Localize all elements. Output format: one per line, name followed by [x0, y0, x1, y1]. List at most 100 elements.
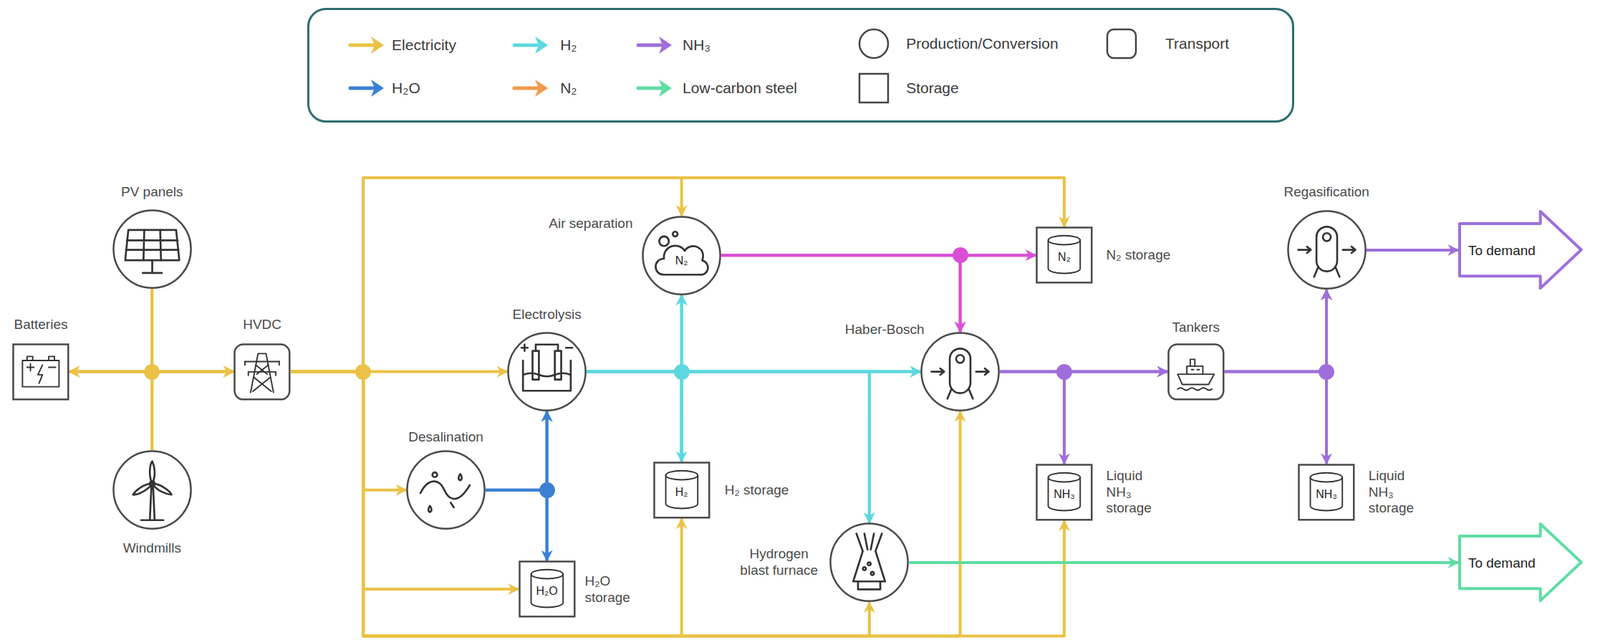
elec-icon — [521, 344, 573, 391]
node-label: PV panels — [118, 182, 186, 201]
icon-stroke — [27, 363, 35, 371]
icon-stroke — [37, 364, 43, 384]
flow-connector — [960, 254, 1036, 332]
icon-stroke — [864, 533, 874, 550]
node-label: Desalination — [406, 427, 486, 446]
icon-stroke — [522, 360, 571, 391]
flow-connector — [999, 371, 1065, 464]
windmills: Windmills — [112, 449, 192, 530]
flow-connector — [290, 371, 407, 490]
blast-furnace: Hydrogen blast furnace — [829, 522, 909, 602]
flow-connector — [586, 371, 870, 523]
icon-stroke — [853, 533, 886, 582]
legend-box: ElectricityH₂NH₃Production/ConversionTra… — [307, 7, 1295, 123]
node-label: Windmills — [121, 539, 184, 558]
icon-stroke — [250, 353, 274, 392]
circle-swatch — [855, 27, 893, 61]
hydrogen-storage: H₂H₂ storage — [653, 461, 711, 519]
node-label: H₂O storage — [582, 572, 632, 608]
cloud-icon — [656, 231, 709, 275]
icon-stroke — [532, 350, 562, 380]
icon-stroke — [1186, 365, 1203, 374]
junction-dot — [539, 482, 556, 498]
flow-connector — [908, 560, 1459, 564]
junction-dot — [673, 363, 690, 380]
icon-stroke — [1048, 472, 1081, 483]
pv-icon — [124, 229, 180, 273]
icon-stroke — [420, 481, 470, 499]
icon-stroke — [1177, 387, 1212, 390]
icon-stroke — [976, 368, 990, 375]
flow-connector — [151, 288, 234, 371]
flow-connector — [69, 288, 152, 371]
icon-stroke — [1177, 373, 1214, 384]
flow-connector — [1224, 290, 1327, 372]
hvdc-transport: HVDC — [233, 343, 291, 401]
icon-stroke — [450, 502, 454, 508]
legend-label: Electricity — [391, 36, 457, 54]
demand-arrow: To demand — [1458, 522, 1583, 602]
arrow-swatch — [512, 71, 550, 105]
icon-stroke — [949, 348, 971, 393]
icon-stroke — [432, 471, 438, 477]
icon-stroke — [244, 360, 280, 375]
icon-stroke — [530, 569, 563, 579]
legend-label: H₂O — [391, 79, 421, 97]
flow-connector — [586, 371, 682, 462]
junction-dot — [1056, 363, 1073, 380]
icon-stroke — [126, 229, 179, 260]
flow-connector — [1366, 248, 1459, 252]
flow-connector — [681, 371, 921, 462]
flow-connector — [485, 411, 547, 490]
haber-bosch-reactor: Haber-Bosch — [920, 331, 1000, 412]
node-label: Electrolysis — [510, 305, 584, 324]
water-storage: H₂OH₂O storage — [518, 560, 576, 618]
inner-label: NH₃ — [1053, 484, 1076, 500]
cyl-icon — [1048, 235, 1081, 274]
node-label: HVDC — [240, 315, 284, 334]
cyl-icon — [1048, 472, 1081, 511]
icon-stroke — [1048, 235, 1081, 245]
air-separation-unit: N₂Air separation — [641, 215, 722, 296]
regasification-unit: Regasification — [1287, 209, 1367, 290]
icon-stroke — [149, 484, 155, 520]
icon-stroke — [659, 236, 669, 246]
icon-stroke — [956, 354, 965, 363]
flow-connector — [69, 371, 152, 451]
arrow-swatch — [635, 28, 674, 62]
reactor-icon — [1297, 227, 1356, 278]
legend-label: Low-carbon steel — [682, 79, 798, 97]
circle-outline — [1287, 209, 1367, 290]
flow-connector — [1064, 371, 1168, 464]
icon-stroke — [1191, 368, 1199, 370]
icon-stroke — [124, 229, 180, 260]
icon-stroke — [1190, 358, 1195, 366]
cyl-icon — [530, 569, 563, 608]
circle-outline — [507, 331, 587, 412]
icon-stroke — [1342, 247, 1356, 254]
icon-stroke — [1297, 247, 1311, 254]
arrow-swatch — [635, 71, 674, 105]
icon-stroke — [1310, 472, 1343, 483]
round-outline — [1167, 343, 1225, 401]
ammonia-storage: NH₃Liquid NH₃ storage — [1035, 463, 1093, 521]
icon-stroke — [858, 581, 881, 590]
flow-connector — [290, 371, 961, 636]
legend-label: NH₃ — [682, 36, 711, 54]
arrow-swatch — [348, 28, 386, 62]
flow-connector — [151, 371, 234, 451]
icon-stroke — [1322, 233, 1331, 242]
flow-connector — [290, 371, 870, 636]
reactor-icon — [931, 348, 990, 399]
inner-label: To demand — [1468, 243, 1536, 258]
icon-stroke — [863, 562, 875, 576]
icon-stroke — [142, 259, 162, 273]
wind-icon — [131, 461, 173, 520]
junction-dot — [143, 363, 160, 380]
icon-stroke — [48, 365, 56, 368]
flow-connector — [290, 371, 1065, 636]
electrolysis-unit: Electrolysis — [507, 331, 587, 412]
box-outline — [12, 343, 70, 401]
icon-stroke — [1313, 267, 1340, 277]
junction-dot — [952, 247, 969, 263]
